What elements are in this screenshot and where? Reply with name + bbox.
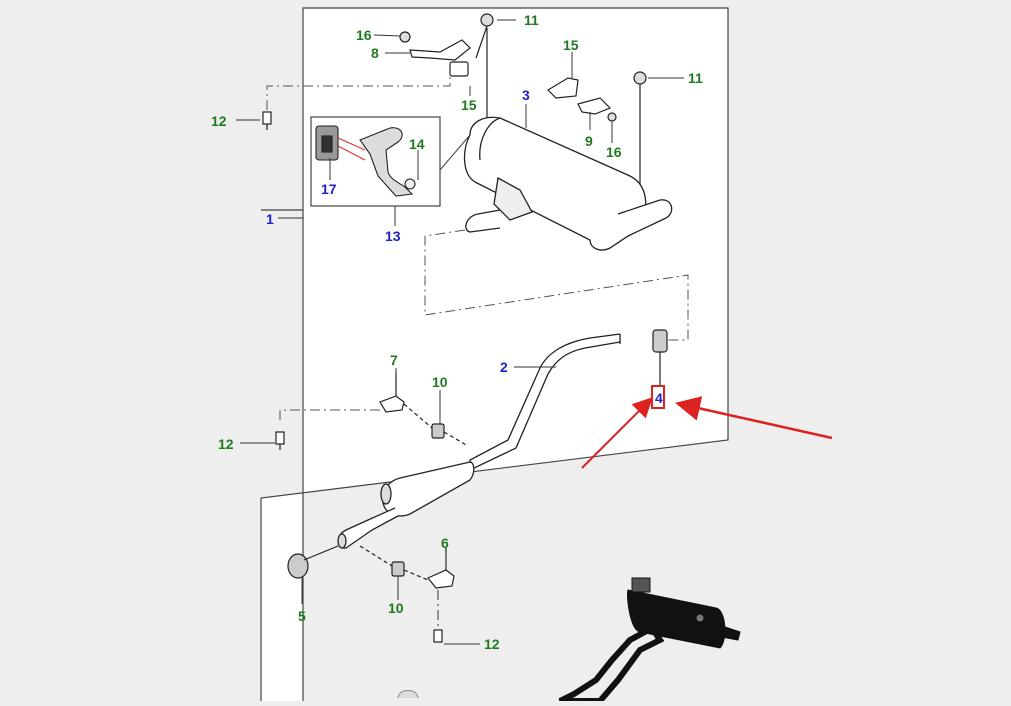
callout-13: 13 — [385, 228, 401, 244]
callout-2: 2 — [500, 359, 508, 375]
thumbnail-fragment-left — [397, 690, 419, 699]
link-line-12-middle — [279, 409, 386, 420]
callout-10-bottom: 10 — [388, 600, 404, 616]
bolt-12-middle — [275, 431, 285, 450]
arrow-from-bottom-left — [581, 397, 653, 469]
bracket-6 — [403, 548, 455, 589]
arrow-from-right — [675, 396, 833, 440]
callout-3: 3 — [522, 87, 530, 103]
callout-5: 5 — [298, 608, 306, 624]
dashdot-connector — [424, 229, 689, 341]
rubber-insulator-10-middle — [431, 423, 469, 447]
callout-7: 7 — [390, 352, 398, 368]
bolt-12-bottom — [433, 590, 443, 643]
callout-12-middle: 12 — [218, 436, 234, 452]
clamp-5 — [287, 545, 339, 579]
callout-8: 8 — [371, 45, 379, 61]
callout-16-right: 16 — [606, 144, 622, 160]
rubber-insulator-10-bottom — [359, 545, 405, 577]
actuator-valve-assembly — [315, 125, 416, 197]
callout-15-top: 15 — [461, 97, 477, 113]
hanger-bracket-top-right — [547, 71, 647, 190]
callout-12-top: 12 — [211, 113, 227, 129]
front-pipe-assembly — [337, 333, 621, 549]
rear-muffler — [463, 116, 673, 251]
callout-1: 1 — [266, 211, 274, 227]
callout-9: 9 — [585, 133, 593, 149]
callout-4: 4 — [655, 390, 663, 406]
hanger-bracket-top-left — [399, 13, 494, 118]
inset-to-muffler-line — [439, 134, 471, 171]
highlight-box-4 — [651, 385, 665, 409]
exhaust-system-thumbnail-icon — [558, 577, 741, 704]
callout-12-bottom: 12 — [484, 636, 500, 652]
callout-11-top: 11 — [524, 12, 539, 28]
callout-17: 17 — [321, 181, 337, 197]
callout-6: 6 — [441, 535, 449, 551]
link-line-12-top — [266, 76, 451, 110]
callout-16-top: 16 — [356, 27, 372, 43]
bolt-12-top — [262, 111, 272, 130]
bracket-7 — [379, 372, 433, 429]
leader-lines — [236, 19, 684, 645]
hanger-clip-4 — [652, 329, 668, 385]
callout-11-right: 11 — [688, 70, 703, 86]
callout-10-middle: 10 — [432, 374, 448, 390]
callout-14: 14 — [409, 136, 425, 152]
callout-15-right: 15 — [563, 37, 579, 53]
